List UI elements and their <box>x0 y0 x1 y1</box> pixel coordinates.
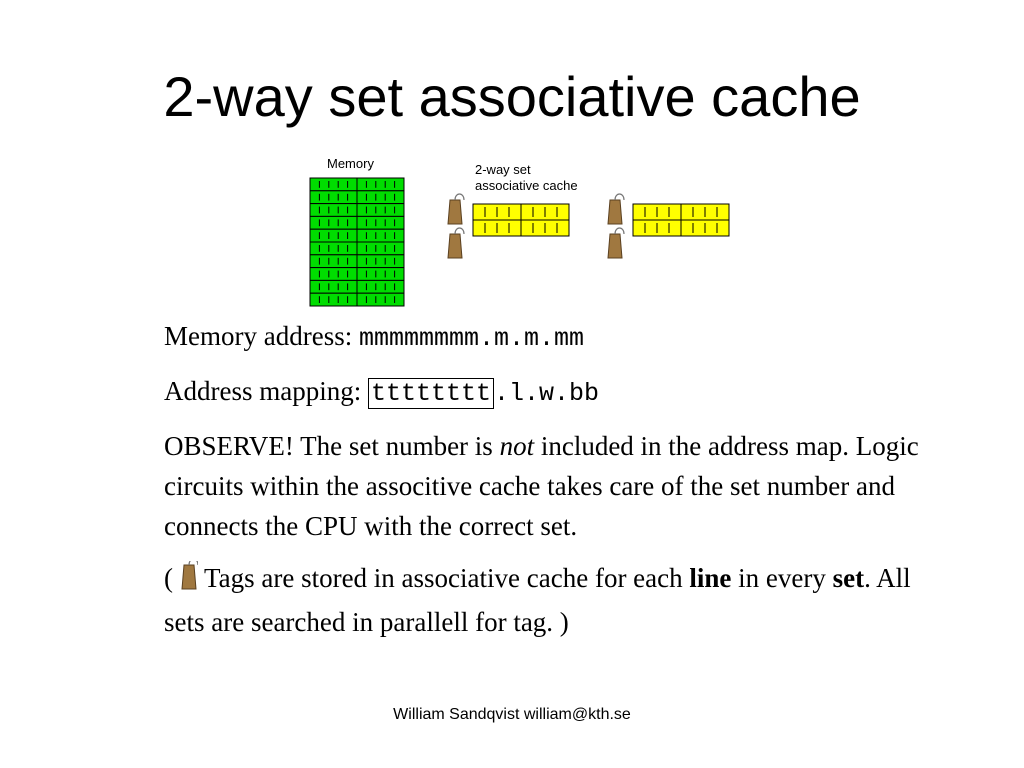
tags-text-1: Tags are stored in associative cache for… <box>204 563 683 593</box>
address-mapping-row: Address mapping: tttttttt.l.w.bb <box>164 371 924 414</box>
memory-cell <box>309 279 358 294</box>
memory-cell <box>309 203 358 217</box>
memory-cell <box>356 254 405 269</box>
tags-line: line <box>689 563 732 593</box>
cache-set-0 <box>472 203 570 237</box>
memory-cell <box>356 241 405 256</box>
observe-paragraph: OBSERVE! The set number is not included … <box>164 426 924 546</box>
memory-cell <box>356 177 405 192</box>
memory-address-label: Memory address: <box>164 321 353 351</box>
tags-set: set <box>832 563 865 593</box>
tag-icon <box>447 227 465 259</box>
tag-icon <box>180 558 199 602</box>
footer-credit: William Sandqvist william@kth.se <box>393 706 631 723</box>
memory-block <box>309 177 405 307</box>
observe-not: not <box>499 431 535 461</box>
cache-label-line2: associative cache <box>475 178 578 193</box>
memory-address-value: mmmmmmmm.m.m.mm <box>358 324 585 353</box>
address-mapping-label: Address mapping: <box>164 376 362 406</box>
tags-open-paren: ( <box>164 563 173 593</box>
memory-cell <box>309 190 358 205</box>
memory-cell <box>309 267 358 281</box>
memory-cell <box>309 292 358 307</box>
memory-cell <box>356 228 405 243</box>
tags-text-3: . All sets are searched in parallell for… <box>164 563 911 637</box>
memory-cell <box>309 241 358 256</box>
cache-set-1 <box>632 203 730 237</box>
observe-text-1: OBSERVE! The set number is <box>164 431 493 461</box>
memory-cell <box>356 190 405 205</box>
tags-paragraph: ( Tags are stored in associative cache f… <box>164 558 924 642</box>
tags-text-2: in every <box>738 563 826 593</box>
tag-icon <box>607 193 625 225</box>
memory-cell <box>309 215 358 230</box>
slide-title: 2-way set associative cache <box>163 65 861 128</box>
memory-cell <box>309 254 358 269</box>
memory-cell <box>356 267 405 281</box>
cache-diagram-svg: Memory 2-way set associative cache <box>309 156 730 307</box>
memory-cell <box>356 203 405 217</box>
memory-address-row: Memory address: mmmmmmmm.m.m.mm <box>164 316 924 359</box>
memory-cell <box>309 228 358 243</box>
cache-label-line1: 2-way set <box>475 162 531 177</box>
memory-label: Memory <box>327 156 374 171</box>
memory-cell <box>309 177 358 192</box>
memory-cell <box>356 292 405 307</box>
memory-cell <box>356 215 405 230</box>
address-mapping-tag: tttttttt <box>367 378 495 409</box>
tag-icon <box>447 193 465 225</box>
memory-cell <box>356 279 405 294</box>
cache-diagram: Memory 2-way set associative cache <box>300 150 740 310</box>
observe-text-2: included in the address map. Logic circu… <box>164 431 919 541</box>
tag-icon <box>607 227 625 259</box>
address-mapping-rest: .l.w.bb <box>494 379 600 408</box>
slide-body: Memory address: mmmmmmmm.m.m.mm Address … <box>164 316 924 642</box>
